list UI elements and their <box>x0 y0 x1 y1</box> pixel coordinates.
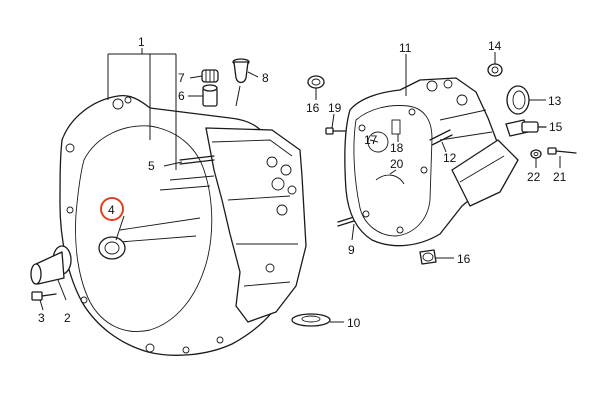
bolt-small <box>31 291 57 301</box>
callout-9: 9 <box>348 243 355 257</box>
callout-21: 21 <box>553 170 567 184</box>
callout-10: 10 <box>347 316 361 330</box>
breather-cap <box>201 69 219 83</box>
callout-11: 11 <box>399 41 412 55</box>
bell-housing <box>59 94 307 356</box>
callout-22: 22 <box>527 170 541 184</box>
long-bolt <box>547 147 577 155</box>
callout-3: 3 <box>38 311 45 325</box>
guide-sleeve <box>30 245 72 285</box>
callout-16-bottom: 16 <box>457 252 471 266</box>
sensor-switch <box>505 119 547 137</box>
bolt-housing <box>429 129 453 146</box>
leader-lines <box>39 48 561 323</box>
callout-12: 12 <box>443 151 457 165</box>
callout-labels: 1 2 3 4 5 6 7 8 9 10 11 12 13 14 15 16 1… <box>38 35 567 330</box>
callout-8: 8 <box>262 71 269 85</box>
callout-7: 7 <box>178 71 185 85</box>
callout-6: 6 <box>178 89 185 103</box>
bushing <box>487 63 503 77</box>
breather-sleeve <box>202 84 218 107</box>
washer-small <box>530 149 542 159</box>
callout-5: 5 <box>148 159 155 173</box>
washer-large <box>291 313 331 327</box>
callout-15: 15 <box>549 120 563 134</box>
callout-18: 18 <box>390 141 404 155</box>
rear-housing <box>344 77 519 247</box>
callout-1: 1 <box>138 35 145 49</box>
seal-ring <box>506 85 530 115</box>
callout-2: 2 <box>64 311 71 325</box>
callout-19: 19 <box>328 101 342 115</box>
highlight-ring <box>100 197 124 221</box>
callout-16-top: 16 <box>306 101 320 115</box>
dowel-pin <box>179 155 215 165</box>
callout-13: 13 <box>548 94 562 108</box>
callout-20: 20 <box>390 157 404 171</box>
plug-top <box>307 75 325 89</box>
small-screw <box>325 127 347 135</box>
drain-plug <box>419 249 437 265</box>
callout-14: 14 <box>488 39 502 53</box>
callout-17: 17 <box>364 133 378 147</box>
rubber-plug <box>232 58 250 84</box>
callout-4: 4 <box>108 203 115 217</box>
